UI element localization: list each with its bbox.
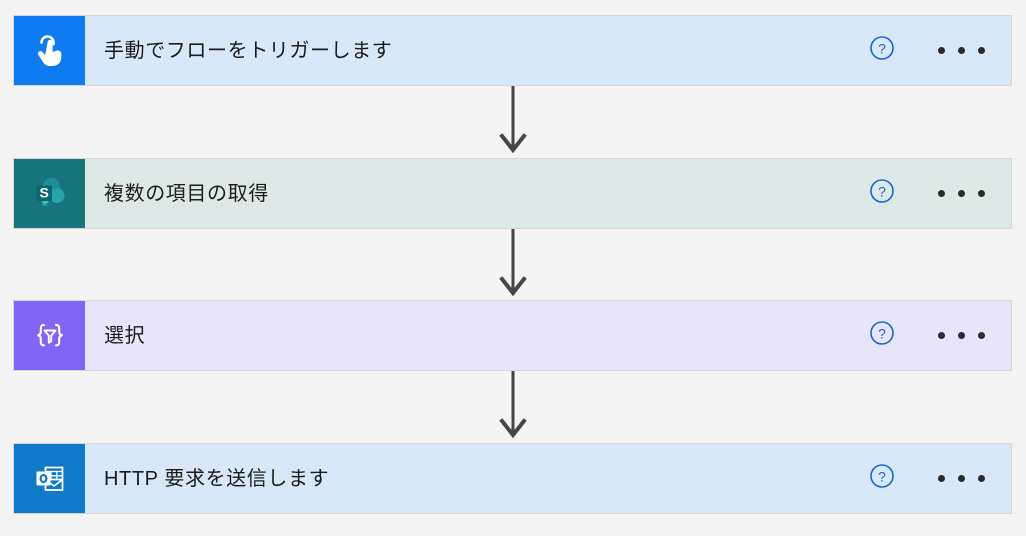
flow-step-body: 選択 [85,301,869,370]
data-operation-select-icon-tile [14,301,85,370]
more-dot [978,475,985,482]
flow-step-title: HTTP 要求を送信します [104,467,330,490]
sharepoint-icon: S [28,172,72,216]
flow-step-manual-trigger[interactable]: 手動でフローをトリガーします ? [13,15,1012,86]
more-dot [958,47,965,54]
svg-text:?: ? [878,183,886,199]
connector-arrow-2 [497,229,529,301]
more-options-icon[interactable] [936,469,987,488]
connector-arrow-1 [497,86,529,158]
flow-step-select[interactable]: 選択 ? [13,300,1012,371]
svg-text:?: ? [878,40,886,56]
more-dot [978,190,985,197]
help-icon[interactable]: ? [869,320,895,351]
flow-step-body: 手動でフローをトリガーします [85,16,869,85]
manual-trigger-icon-tile [14,16,85,85]
more-dot [938,190,945,197]
connector-arrow-3 [497,371,529,443]
more-dot [978,332,985,339]
more-dot [958,332,965,339]
flow-step-title: 手動でフローをトリガーします [104,39,393,62]
flow-step-send-http-request[interactable]: HTTP 要求を送信します ? [13,443,1012,514]
more-dot [978,47,985,54]
help-icon[interactable]: ? [869,35,895,66]
svg-text:?: ? [878,468,886,484]
svg-text:S: S [39,184,48,200]
more-options-icon[interactable] [936,41,987,60]
help-icon[interactable]: ? [869,178,895,209]
flow-step-sharepoint-get-items[interactable]: S 複数の項目の取得 ? [13,158,1012,229]
more-dot [958,190,965,197]
more-options-icon[interactable] [936,184,987,203]
svg-text:?: ? [878,325,886,341]
sharepoint-icon-tile: S [14,159,85,228]
flow-step-actions: ? [869,301,1011,370]
manual-trigger-icon [29,30,71,72]
flow-step-title: 複数の項目の取得 [104,182,269,205]
flow-step-actions: ? [869,16,1011,85]
more-dot [938,332,945,339]
help-icon[interactable]: ? [869,463,895,494]
more-dot [938,475,945,482]
data-operation-select-icon [29,315,71,357]
more-dot [938,47,945,54]
more-dot [958,475,965,482]
flow-step-body: HTTP 要求を送信します [85,444,869,513]
more-options-icon[interactable] [936,326,987,345]
flow-step-title: 選択 [104,324,146,347]
office365-outlook-icon [29,458,71,500]
flow-step-actions: ? [869,444,1011,513]
office365-outlook-icon-tile [14,444,85,513]
flow-step-body: 複数の項目の取得 [85,159,869,228]
flow-step-actions: ? [869,159,1011,228]
